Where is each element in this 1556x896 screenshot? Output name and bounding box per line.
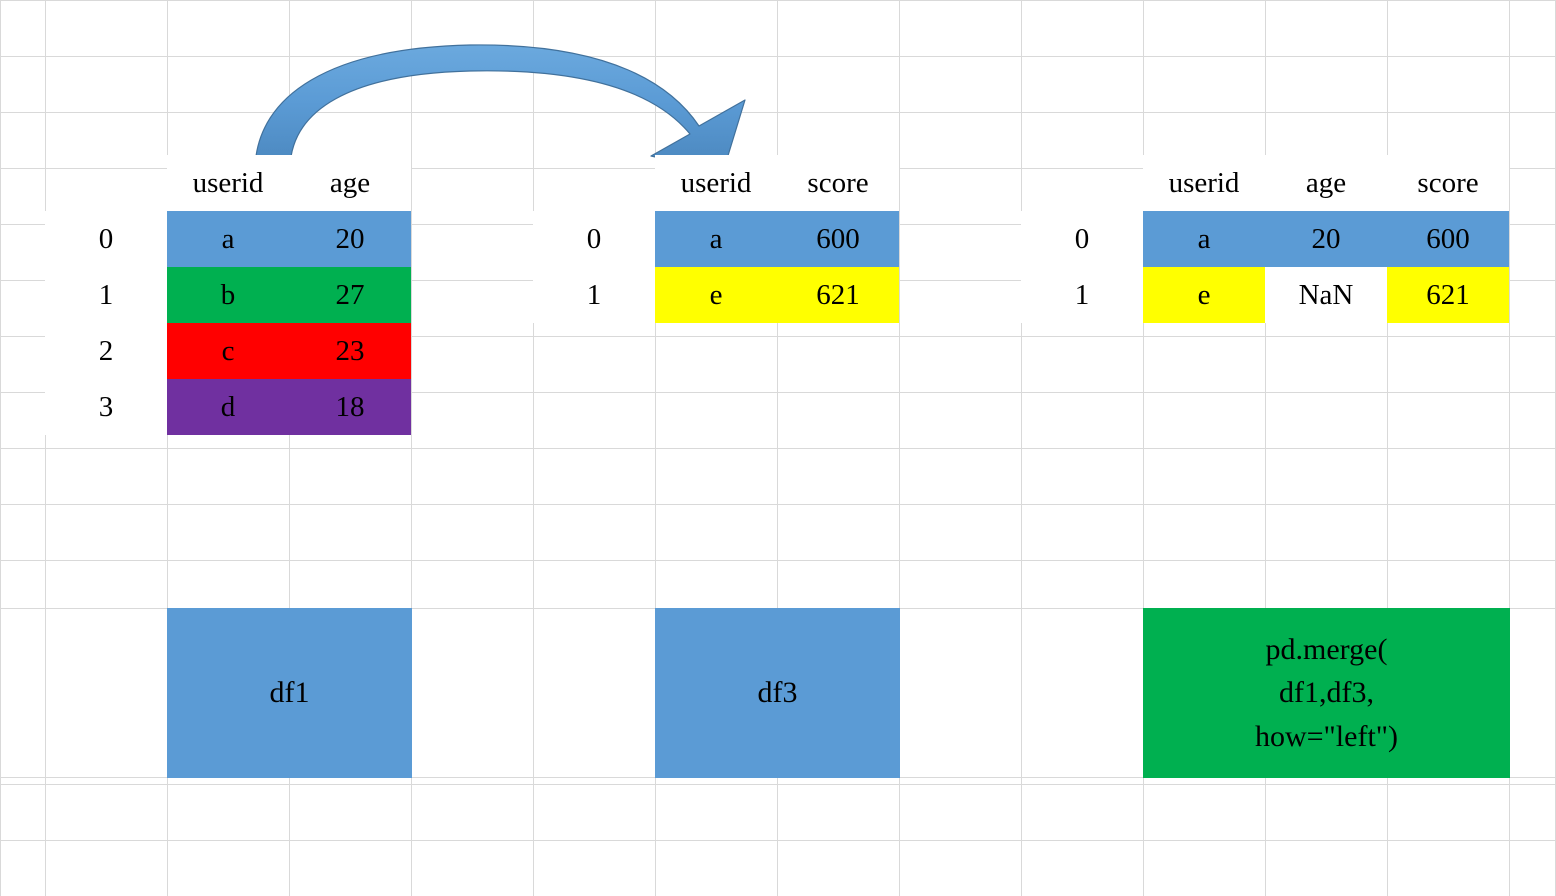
gridline-horizontal: [0, 840, 1556, 841]
df3-column-userid: userid: [655, 155, 777, 211]
df3-index-0: 0: [533, 211, 655, 267]
df1-cell-age-3: 18: [289, 379, 411, 435]
gridline-horizontal: [0, 784, 1556, 785]
merged-cell-score-1: 621: [1387, 267, 1509, 323]
df1-cell-userid-0: a: [167, 211, 289, 267]
df1-column-age: age: [289, 155, 411, 211]
gridline-horizontal: [0, 0, 1556, 1]
merged-index-header: [1021, 155, 1143, 211]
df3-cell-userid-0: a: [655, 211, 777, 267]
merged-column-score: score: [1387, 155, 1509, 211]
table-row: 0 a 600: [533, 211, 899, 267]
merged-cell-userid-0: a: [1143, 211, 1265, 267]
merged-cell-age-1: NaN: [1265, 267, 1387, 323]
df1-index-2: 2: [45, 323, 167, 379]
df3-index-1: 1: [533, 267, 655, 323]
gridline-horizontal: [0, 56, 1556, 57]
merged-cell-score-0: 600: [1387, 211, 1509, 267]
caption-df3: df3: [655, 608, 900, 778]
table-row: 0 a 20: [45, 211, 411, 267]
caption-merged: pd.merge( df1,df3, how="left"): [1143, 608, 1510, 778]
df1-table: userid age 0 a 20 1 b 27 2 c 23 3 d 18: [45, 155, 411, 435]
df3-column-score: score: [777, 155, 899, 211]
result-table-merged: userid age score 0 a 20 600 1 e NaN 621: [1021, 155, 1509, 323]
gridline-horizontal: [0, 504, 1556, 505]
df1-cell-userid-1: b: [167, 267, 289, 323]
df3-header-row: userid score: [533, 155, 899, 211]
table-row: 1 b 27: [45, 267, 411, 323]
gridline-horizontal: [0, 392, 1556, 393]
table-row: 1 e 621: [533, 267, 899, 323]
merged-index-1: 1: [1021, 267, 1143, 323]
merged-cell-age-0: 20: [1265, 211, 1387, 267]
df3-cell-userid-1: e: [655, 267, 777, 323]
df1-index-0: 0: [45, 211, 167, 267]
df3-index-header: [533, 155, 655, 211]
table-row: 3 d 18: [45, 379, 411, 435]
merged-header-row: userid age score: [1021, 155, 1509, 211]
merged-index-0: 0: [1021, 211, 1143, 267]
merged-column-userid: userid: [1143, 155, 1265, 211]
df1-cell-age-1: 27: [289, 267, 411, 323]
df3-cell-score-1: 621: [777, 267, 899, 323]
df1-index-3: 3: [45, 379, 167, 435]
table-row: 2 c 23: [45, 323, 411, 379]
df1-index-1: 1: [45, 267, 167, 323]
caption-df1: df1: [167, 608, 412, 778]
gridline-horizontal: [0, 448, 1556, 449]
merged-table: userid age score 0 a 20 600 1 e NaN 621: [1021, 155, 1509, 323]
df1-header-row: userid age: [45, 155, 411, 211]
df1-column-userid: userid: [167, 155, 289, 211]
df1-cell-age-0: 20: [289, 211, 411, 267]
left-table-df1: userid age 0 a 20 1 b 27 2 c 23 3 d 18: [45, 155, 411, 435]
gridline-horizontal: [0, 112, 1556, 113]
df3-table: userid score 0 a 600 1 e 621: [533, 155, 899, 323]
df3-cell-score-0: 600: [777, 211, 899, 267]
df1-cell-userid-2: c: [167, 323, 289, 379]
merged-cell-userid-1: e: [1143, 267, 1265, 323]
gridline-horizontal: [0, 336, 1556, 337]
df1-index-header: [45, 155, 167, 211]
table-row: 1 e NaN 621: [1021, 267, 1509, 323]
right-table-df3: userid score 0 a 600 1 e 621: [533, 155, 899, 323]
table-row: 0 a 20 600: [1021, 211, 1509, 267]
gridline-horizontal: [0, 560, 1556, 561]
df1-cell-userid-3: d: [167, 379, 289, 435]
merged-column-age: age: [1265, 155, 1387, 211]
df1-cell-age-2: 23: [289, 323, 411, 379]
